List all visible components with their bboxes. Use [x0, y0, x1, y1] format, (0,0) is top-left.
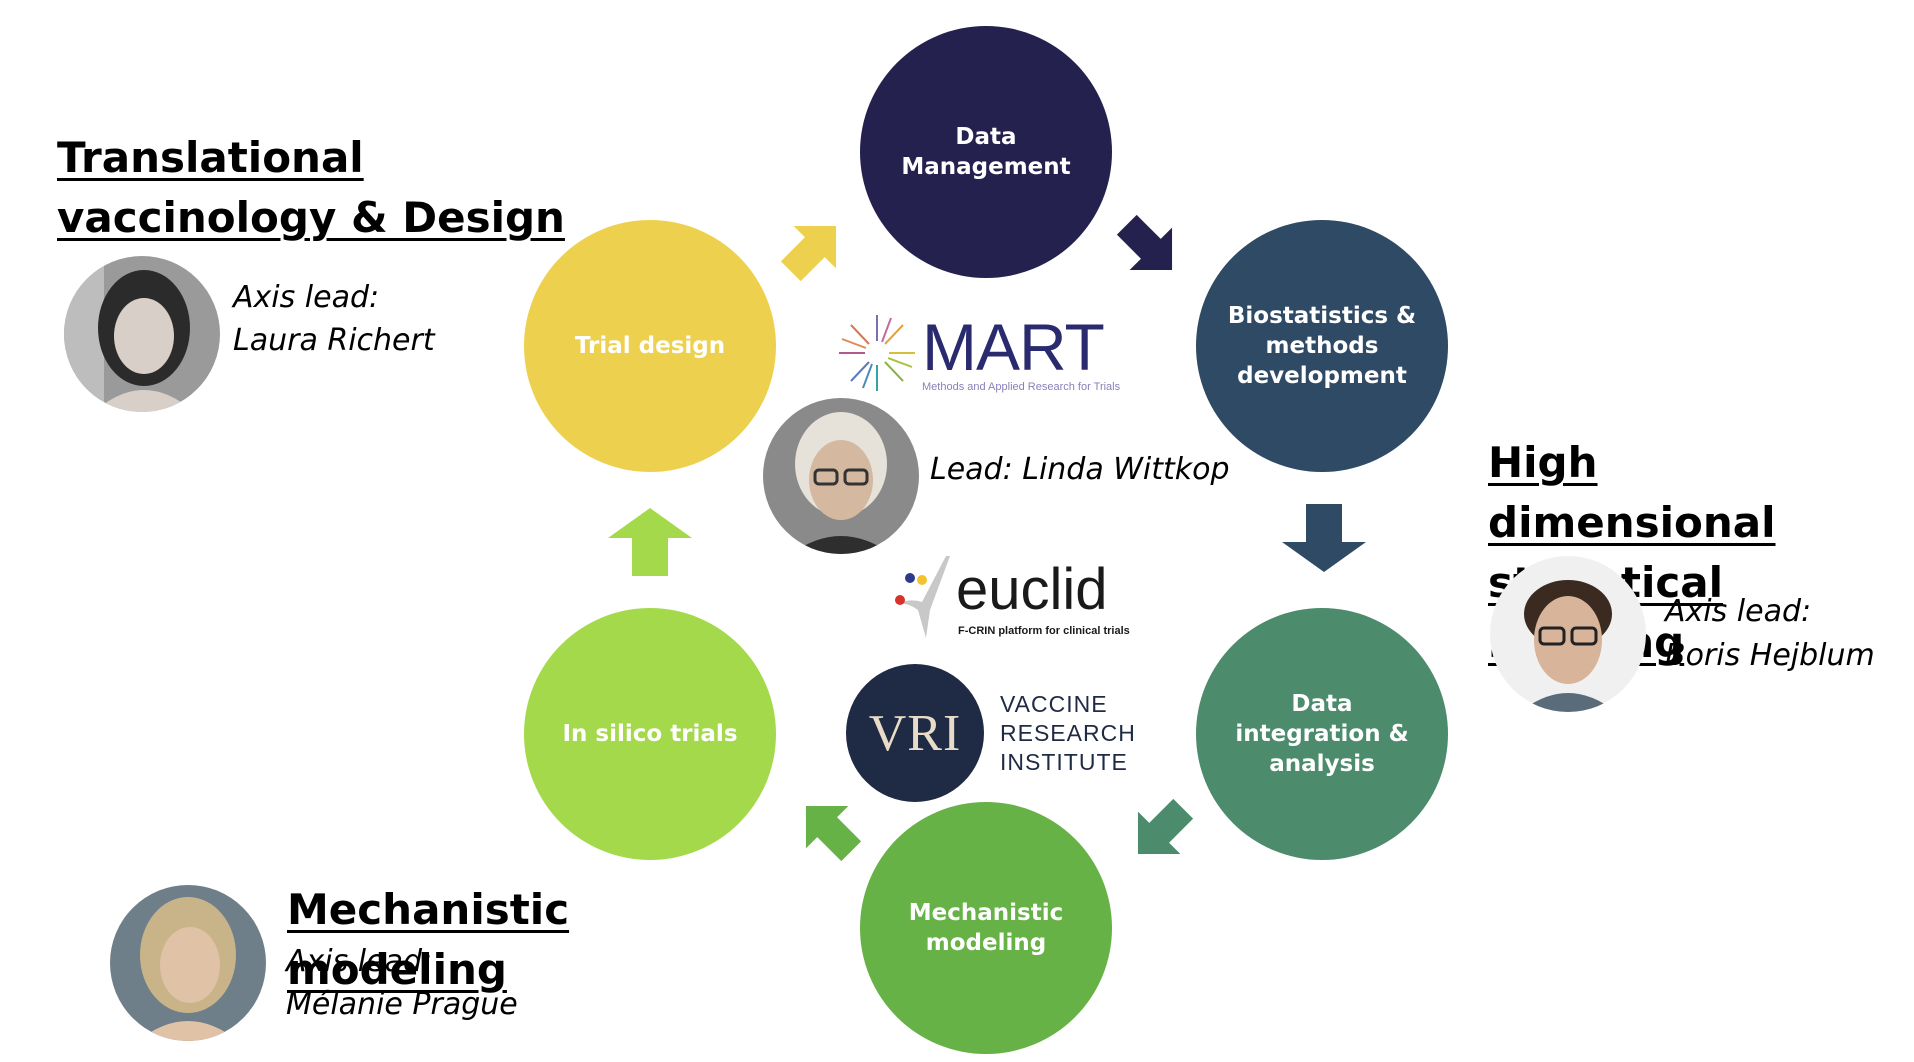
vri-line-1: VACCINE	[1000, 691, 1108, 717]
arrow-to-biostatistics	[1116, 214, 1173, 271]
mart-logo-text: MART	[922, 310, 1105, 384]
vri-line-2: RESEARCH	[1000, 720, 1136, 746]
axis-lead-label-3: Axis lead:	[286, 944, 433, 979]
axis-lead-photo-laura-richert	[64, 256, 220, 412]
arrow-to-in-silico-trials	[805, 805, 862, 862]
axis-title-translational-vaccinology: Translational vaccinology & Design	[57, 133, 565, 242]
euclid-tagline: F-CRIN platform for clinical trials	[958, 625, 1130, 637]
axis-lead-photo-melanie-prague	[110, 885, 266, 1041]
arrow-to-data-management	[780, 225, 837, 282]
node-data-management: Data Management	[860, 26, 1112, 278]
axis-title-mechanistic-modeling: Mechanistic modeling	[287, 885, 570, 994]
vri-line-3: INSTITUTE	[1000, 749, 1128, 775]
node-in-silico-trials: In silico trials	[524, 608, 776, 860]
euclid-logo-text: euclid	[956, 557, 1108, 622]
platform-lead-text: Lead: Linda Wittkop	[930, 452, 1230, 487]
arrow-to-mechanistic-modeling	[1137, 798, 1194, 855]
arrow-to-data-integration	[1282, 504, 1366, 572]
mart-tagline: Methods and Applied Research for Trials	[922, 381, 1121, 393]
euclid-figure-icon	[895, 556, 950, 638]
node-trial-design: Trial design	[524, 220, 776, 472]
axis-lead-name-3: Mélanie Prague	[286, 987, 518, 1022]
mart-starburst-icon	[839, 315, 915, 391]
node-mechanistic-modeling: Mechanistic modeling	[860, 802, 1112, 1054]
platform-lead-photo-linda-wittkop	[763, 398, 919, 554]
arrow-to-trial-design	[608, 508, 692, 576]
axis-lead-name-1: Laura Richert	[233, 323, 435, 358]
axis-lead-photo-boris-hejblum	[1490, 556, 1646, 712]
node-data-integration: Data integration & analysis	[1196, 608, 1448, 860]
node-biostatistics: Biostatistics & methods development	[1196, 220, 1448, 472]
axis-lead-name-2: Boris Hejblum	[1665, 638, 1875, 673]
vri-logo-mark: VRI	[868, 704, 962, 762]
axis-lead-label-1: Axis lead:	[233, 280, 380, 315]
axis-lead-label-2: Axis lead:	[1665, 594, 1812, 629]
vri-logo-badge: VRI	[846, 664, 984, 802]
